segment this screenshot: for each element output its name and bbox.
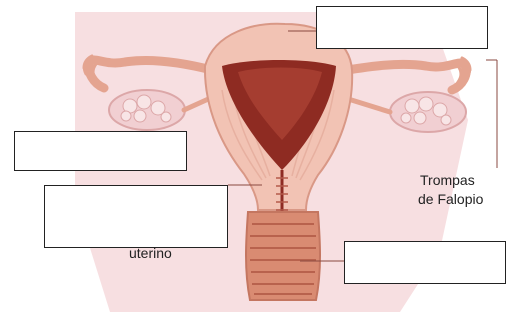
label-trompas: Trompas [420, 171, 475, 190]
answer-box-top[interactable] [316, 6, 488, 49]
label-de-falopio: de Falopio [418, 190, 483, 209]
answer-box-middle[interactable] [44, 185, 228, 248]
label-uterino-fragment: uterino [129, 244, 172, 263]
answer-box-bottom[interactable] [344, 241, 506, 284]
vagina [246, 212, 320, 300]
answer-box-left[interactable] [14, 131, 187, 171]
